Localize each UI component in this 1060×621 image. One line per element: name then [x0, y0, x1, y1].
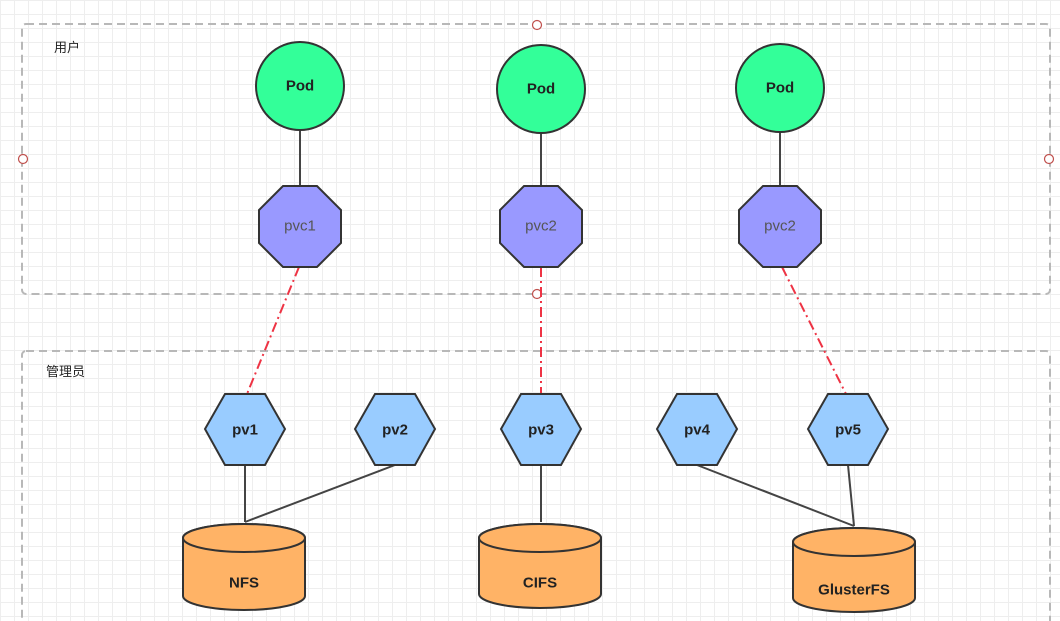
pv-node[interactable]: pv4	[655, 393, 739, 466]
storage-node[interactable]: CIFS	[478, 523, 602, 609]
pvc-label: pvc2	[525, 218, 557, 235]
pv-node[interactable]: pv3	[499, 393, 583, 466]
pvc-octagon[interactable]	[738, 185, 822, 268]
pv-storage-link[interactable]	[244, 464, 396, 523]
pod-circle[interactable]	[496, 44, 586, 134]
pv-hexagon[interactable]	[806, 393, 890, 466]
pv-hexagon[interactable]	[499, 393, 583, 466]
pv-label: pv3	[528, 422, 554, 439]
pvc-node[interactable]: pvc2	[738, 185, 822, 268]
pv-hexagon[interactable]	[203, 393, 287, 466]
pv-label: pv5	[835, 422, 861, 439]
resize-handle-left[interactable]	[17, 153, 29, 165]
pvc-pv-binding-line[interactable]	[781, 266, 847, 395]
pod-node[interactable]: Pod	[735, 43, 825, 133]
storage-label: CIFS	[523, 575, 557, 592]
pod-node[interactable]: Pod	[496, 44, 586, 134]
user-group-label: 用户	[54, 40, 80, 56]
storage-label: NFS	[229, 575, 259, 592]
pv-node[interactable]: pv1	[203, 393, 287, 466]
pvc-node[interactable]: pvc1	[258, 185, 342, 268]
resize-handle-right[interactable]	[1043, 153, 1055, 165]
pvc-octagon[interactable]	[258, 185, 342, 268]
pv-label: pv2	[382, 422, 408, 439]
pod-label: Pod	[527, 81, 555, 98]
storage-node[interactable]: NFS	[182, 523, 306, 611]
pvc-label: pvc1	[284, 218, 316, 235]
pv-storage-link[interactable]	[696, 464, 855, 527]
pv-storage-link[interactable]	[847, 464, 855, 527]
admin-group-label: 管理员	[46, 365, 85, 380]
pvc-label: pvc2	[764, 218, 796, 235]
pv-label: pv4	[684, 422, 711, 439]
storage-node[interactable]: GlusterFS	[792, 527, 916, 613]
pv-node[interactable]: pv2	[353, 393, 437, 466]
pvc-pv-binding-line[interactable]	[246, 266, 300, 395]
pv-hexagon[interactable]	[655, 393, 739, 466]
pod-circle[interactable]	[735, 43, 825, 133]
pv-label: pv1	[232, 422, 258, 439]
storage-cylinder-top[interactable]	[478, 523, 602, 553]
pod-node[interactable]: Pod	[255, 41, 345, 131]
storage-cylinder-top[interactable]	[792, 527, 916, 557]
pv-hexagon[interactable]	[353, 393, 437, 466]
storage-label: GlusterFS	[818, 582, 890, 599]
pod-circle[interactable]	[255, 41, 345, 131]
resize-handle-top[interactable]	[531, 19, 543, 31]
pv-node[interactable]: pv5	[806, 393, 890, 466]
pod-label: Pod	[766, 80, 794, 97]
storage-cylinder-top[interactable]	[182, 523, 306, 553]
admin-group[interactable]: 管理员	[21, 350, 1051, 621]
pod-label: Pod	[286, 78, 314, 95]
pvc-octagon[interactable]	[499, 185, 583, 268]
pvc-node[interactable]: pvc2	[499, 185, 583, 268]
admin-group-border[interactable]	[21, 350, 1051, 621]
